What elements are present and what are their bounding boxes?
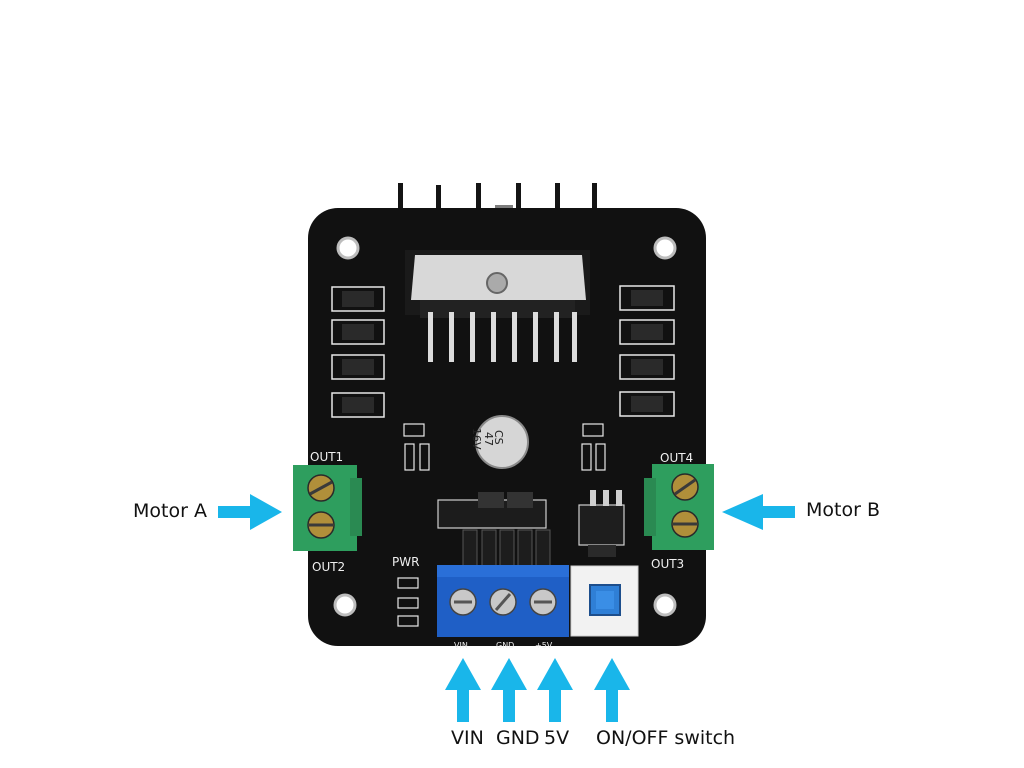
power-switch — [570, 565, 639, 637]
arrow-icon — [218, 494, 282, 530]
callout-switch: ON/OFF switch — [596, 727, 735, 749]
callout-vin: VIN — [451, 727, 484, 749]
callout-motor-a: Motor A — [133, 500, 207, 522]
callout-5v: 5V — [544, 727, 569, 749]
silk-out3: OUT3 — [651, 557, 684, 571]
arrow-icon — [537, 658, 573, 722]
smd-parts — [403, 423, 606, 471]
capacitor: CS 47 16V — [470, 415, 529, 469]
cap-text-1: CS — [492, 430, 505, 445]
voltage-regulator — [578, 490, 625, 557]
driver-ic — [405, 250, 590, 362]
callout-gnd: GND — [496, 727, 540, 749]
arrow-icon — [491, 658, 527, 722]
arrow-icon — [594, 658, 630, 722]
diodes-right — [619, 285, 675, 417]
silk-vin: VIN — [454, 641, 468, 650]
silk-5v: +5V — [535, 641, 553, 650]
cap-text-3: 16V — [470, 428, 483, 450]
diodes-left — [331, 286, 385, 418]
silk-gnd: GND — [496, 641, 514, 650]
silk-pwr: PWR — [392, 555, 419, 569]
arrow-icon — [445, 658, 481, 722]
callout-motor-b: Motor B — [806, 499, 880, 521]
cap-text-2: 47 — [482, 432, 495, 446]
mounting-holes — [333, 236, 677, 617]
jumper-header — [437, 492, 551, 571]
pwr-led — [397, 577, 419, 627]
silk-out2: OUT2 — [312, 560, 345, 574]
terminal-motor-a — [293, 465, 362, 551]
terminal-motor-b — [644, 464, 714, 550]
arrow-icon — [722, 494, 795, 530]
terminal-power — [437, 565, 569, 637]
silk-out4: OUT4 — [660, 451, 693, 465]
silk-out1: OUT1 — [310, 450, 343, 464]
